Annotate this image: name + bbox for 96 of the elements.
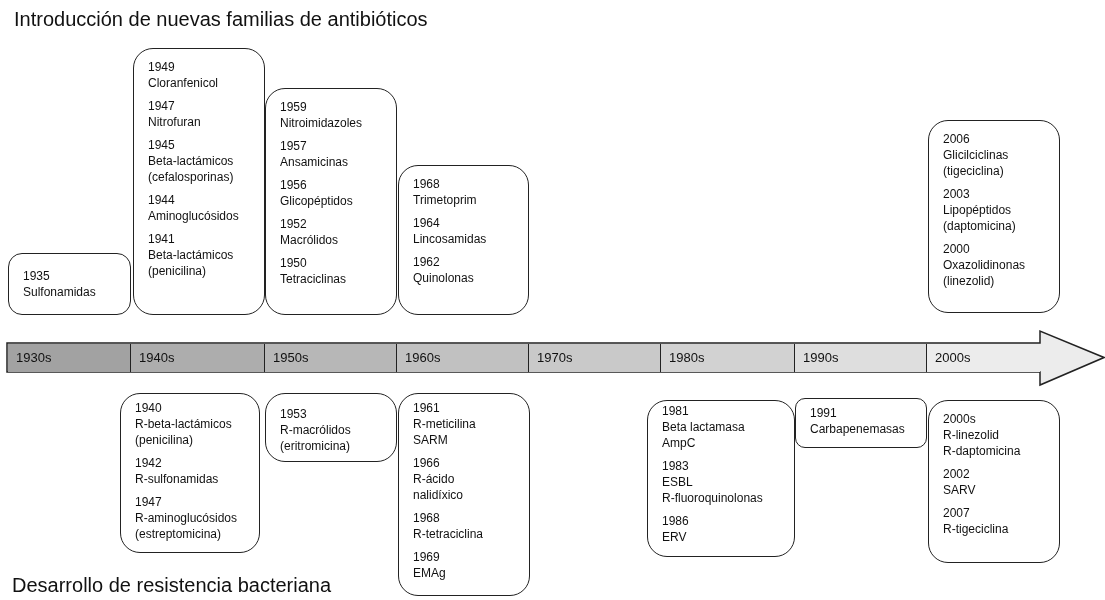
entry-text: ERV [662,529,688,545]
entry-text: Lipopéptidos (daptomicina) [943,202,1017,234]
decade-segment [265,344,397,372]
year-label: 2003 [943,186,971,202]
event-box [928,400,1060,563]
entry-text: Oxazolidinonas (linezolid) [943,257,1027,289]
entry-text: Beta-lactámicos (penicilina) [148,247,235,279]
entry-text: Lincosamidas [413,231,488,247]
entry-text: R-beta-lactámicos (penicilina) [135,416,233,448]
entry-text: R-macrólidos (eritromicina) [280,422,352,454]
year-label: 1947 [148,98,176,114]
diagram-caption: Desarrollo de resistencia bacteriana [12,574,332,597]
entry-text: R-linezolid [943,427,1001,443]
event-box [928,120,1060,313]
entry-text: R-meticilina [413,416,477,432]
year-label: 2000 [943,241,971,257]
year-label: 1986 [662,513,690,529]
decade-label: 1960s [405,350,441,365]
entry-text: Glicilciclinas (tigeciclina) [943,147,1010,179]
entry-text: SARV [943,482,977,498]
decade-label: 1990s [803,350,839,365]
entry-text: AmpC [662,435,697,451]
entry-text: Beta lactamasa [662,419,746,435]
entry-text: Tetraciclinas [280,271,348,287]
decade-segment [397,344,529,372]
event-box [647,400,795,557]
entry-text: R-aminoglucósidos (estreptomicina) [135,510,239,542]
year-label: 1981 [662,403,690,419]
year-label: 1942 [135,455,163,471]
diagram-title: Introducción de nuevas familias de antibióticos [14,8,428,31]
year-label: 1961 [413,400,441,416]
year-label: 1941 [148,231,176,247]
decade-segment [8,344,131,372]
decade-label: 1940s [139,350,175,365]
year-label: 1966 [413,455,441,471]
event-box [398,393,530,596]
year-label: 1949 [148,59,176,75]
entry-text: EMAg [413,565,447,581]
year-label: 1959 [280,99,308,115]
event-box [795,398,927,448]
entry-text: Quinolonas [413,270,475,286]
event-box [133,48,265,315]
decade-label: 2000s [935,350,971,365]
entry-text: Nitroimidazoles [280,115,364,131]
year-label: 1944 [148,192,176,208]
year-label: 1956 [280,177,308,193]
year-label: 1945 [148,137,176,153]
year-label: 1968 [413,510,441,526]
decade-segment [529,344,661,372]
event-box [265,393,397,462]
entry-text: ESBL [662,474,694,490]
year-label: 1968 [413,176,441,192]
entry-text: R-tetraciclina [413,526,485,542]
decade-segment [795,344,927,372]
year-label: 2007 [943,505,971,521]
year-label: 2006 [943,131,971,147]
year-label: 1947 [135,494,163,510]
year-label: 1964 [413,215,441,231]
decade-label: 1950s [273,350,309,365]
year-label: 1957 [280,138,308,154]
decade-segment [661,344,795,372]
year-label: 1952 [280,216,308,232]
year-label: 1935 [23,268,51,284]
year-label: 2000s [943,411,977,427]
year-label: 1940 [135,400,163,416]
entry-text: Macrólidos [280,232,340,248]
event-box [265,88,397,315]
year-label: 1991 [810,405,838,421]
entry-text: R-fluoroquinolonas [662,490,764,506]
entry-text: Trimetoprim [413,192,478,208]
year-label: 1969 [413,549,441,565]
year-label: 1983 [662,458,690,474]
entry-text: Glicopéptidos [280,193,354,209]
entry-text: Cloranfenicol [148,75,220,91]
entry-text: R-ácido nalidíxico [413,471,465,503]
entry-text: Carbapenemasas [810,421,906,437]
event-box [398,165,529,315]
entry-text: R-tigeciclina [943,521,1010,537]
entry-text: Ansamicinas [280,154,350,170]
entry-text: Nitrofuran [148,114,202,130]
year-label: 1953 [280,406,308,422]
decade-segment [131,344,265,372]
year-label: 2002 [943,466,971,482]
decade-label: 1980s [669,350,705,365]
entry-text: Aminoglucósidos [148,208,240,224]
entry-text: SARM [413,432,449,448]
entry-text: R-sulfonamidas [135,471,220,487]
entry-text: Beta-lactámicos (cefalosporinas) [148,153,235,185]
decade-label: 1970s [537,350,573,365]
entry-text: R-daptomicina [943,443,1022,459]
year-label: 1962 [413,254,441,270]
year-label: 1950 [280,255,308,271]
event-box [8,253,131,315]
entry-text: Sulfonamidas [23,284,97,300]
event-box [120,393,260,553]
decade-label: 1930s [16,350,52,365]
